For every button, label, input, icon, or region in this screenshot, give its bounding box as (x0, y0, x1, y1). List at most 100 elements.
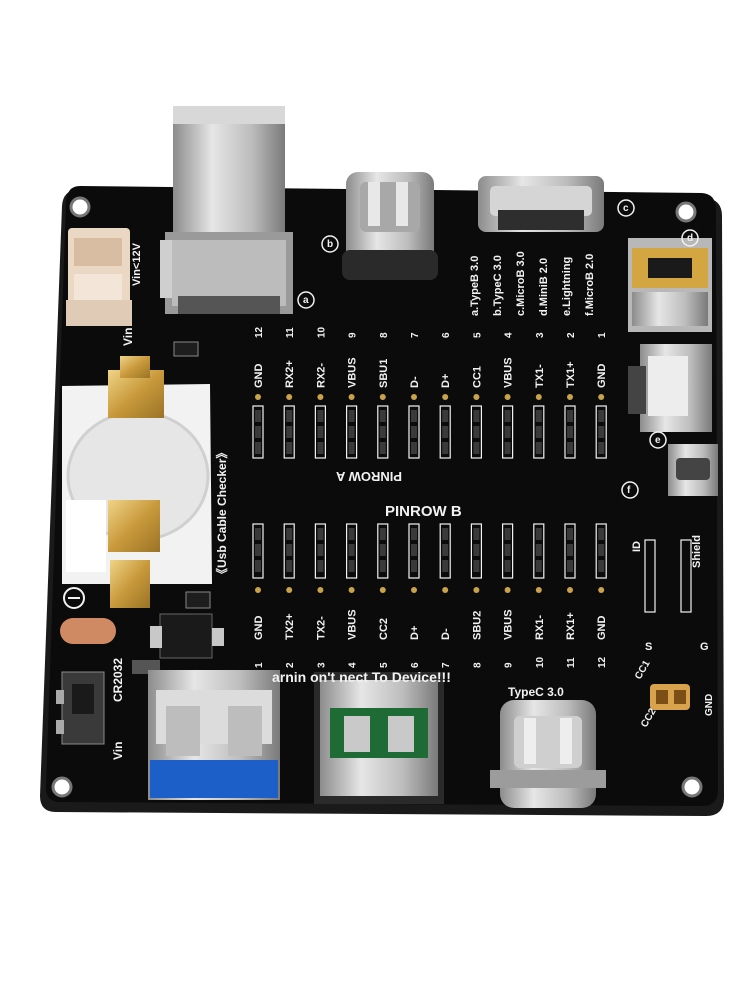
vin-jst-connector (66, 228, 132, 326)
connector-letter-circle (321, 235, 339, 253)
pinrow-b-led (567, 528, 573, 540)
pinrow-b-pin-name: SBU2 (471, 611, 483, 640)
pinrow-b-led (442, 544, 449, 556)
pinrow-a-led (379, 410, 386, 422)
pinrow-b-pin-name: GND (253, 616, 265, 641)
switch-vin-label: Vin (111, 742, 125, 760)
pinrow-b-led (567, 560, 573, 572)
pinrow-b-pin-number: 7 (441, 662, 452, 668)
pinrow-b-led (255, 560, 261, 572)
pinrow-b-led (411, 528, 417, 540)
pinrow-b-led-frame (314, 523, 326, 579)
pinrow-b-pin-name: D- (440, 628, 452, 640)
pinrow-a-led (379, 426, 386, 438)
pinrow-b-led (598, 544, 605, 556)
pinrow-b-pin-number: 6 (410, 662, 421, 668)
pinrow-a-led (598, 442, 605, 454)
connector-legend-item: a.TypeB 3.0 (469, 256, 481, 316)
pinrow-b-led-frame (439, 523, 451, 579)
pinrow-a-led-frame (470, 405, 482, 459)
connector-letter-circle (681, 229, 699, 247)
pinrow-b-led-frame (346, 523, 358, 579)
pinrow-b-pin-number: 9 (504, 662, 515, 668)
pinrow-a-led-frame (533, 405, 545, 459)
pinrow-a-led (535, 442, 542, 454)
pinrow-b-test-point (411, 587, 417, 593)
pinrow-b-pin-number: 8 (472, 662, 483, 668)
pinrow-a-pin-number: 3 (535, 332, 546, 338)
connector-legend-item: d.MiniB 2.0 (538, 258, 550, 316)
pinrow-a-led (567, 410, 573, 422)
usb3-a-connector (148, 670, 280, 800)
pinrow-b-led (317, 560, 324, 572)
pinrow-a-pin-number: 1 (597, 332, 608, 338)
pinrow-a-pin-name: D- (409, 376, 421, 388)
pinrow-b-led (535, 544, 542, 556)
pinrow-a-led (442, 442, 449, 454)
pinrow-a-led-frame (252, 405, 264, 459)
connector-letter-circle (297, 291, 315, 309)
pinrow-a-led (567, 426, 573, 438)
pinrow-a-led (473, 410, 480, 422)
pinrow-a-pin-number: 5 (472, 332, 483, 338)
pinrow-b-test-point (535, 587, 542, 593)
pinrow-b-led-frame (377, 523, 389, 579)
connector-letter-circle (649, 431, 667, 449)
pinrow-b-led (504, 560, 511, 572)
pinrow-b-led (379, 560, 386, 572)
pinrow-b-led (504, 544, 511, 556)
pinrow-a-pin-number: 7 (410, 332, 421, 338)
pinrow-a-pin-number: 11 (285, 327, 296, 338)
pinrow-a-led (317, 442, 324, 454)
pinrow-b-test-point (598, 587, 605, 593)
microb2-connector (668, 444, 718, 496)
pinrow-a-led-frame (502, 405, 514, 459)
shield-pin-label: Shield (691, 535, 703, 568)
connector-letter: b (327, 239, 333, 250)
typec-top-connector (342, 172, 438, 280)
side-pin-led-frame (644, 539, 656, 613)
pinrow-a-led (286, 426, 293, 438)
pinrow-a-test-point (504, 394, 511, 400)
id-pin-label: ID (631, 541, 643, 552)
pinrow-a-led (286, 442, 293, 454)
pinrow-b-led (535, 560, 542, 572)
pinrow-b-pin-number: 11 (566, 657, 577, 668)
pinrow-a-pin-name: GND (253, 364, 265, 389)
pinrow-b-led-frame (470, 523, 482, 579)
pinrow-b-pin-name: RX1+ (565, 612, 577, 640)
typeb-connector (160, 106, 293, 314)
connector-letter: c (623, 203, 629, 214)
pinrow-a-led (317, 410, 324, 422)
pinrow-a-led-frame (283, 405, 295, 459)
pinrow-a-led (348, 410, 355, 422)
pinrow-a-led (442, 426, 449, 438)
pinrow-a-led-strips (252, 394, 607, 459)
pinrow-b-pin-name: TX2+ (284, 613, 296, 640)
pinrow-a-led-frame (595, 405, 607, 459)
pinrow-a-pin-number: 6 (441, 332, 452, 338)
pinrow-b-led (348, 528, 355, 540)
pinrow-b-led (286, 528, 293, 540)
pinrow-b-led (255, 528, 261, 540)
pinrow-b-test-point (255, 587, 261, 593)
pinrow-a-test-point (442, 394, 449, 400)
connector-letter: d (687, 233, 693, 244)
connector-letter-circle (621, 481, 639, 499)
pinrow-a-led-frame (377, 405, 389, 459)
pinrow-b-pin-number: 1 (254, 662, 265, 668)
pinrow-a-led (317, 426, 324, 438)
pinrow-a-pin-number: 12 (254, 326, 265, 338)
pinrow-a-led (598, 410, 605, 422)
pinrow-b-test-point (317, 587, 324, 593)
pinrow-b-led-frame (564, 523, 576, 579)
pinrow-a-led (255, 442, 261, 454)
connector-letter-circle (617, 199, 635, 217)
pinrow-a-pin-name: TX1+ (565, 361, 577, 388)
side-pin-led-frame (680, 539, 692, 613)
pinrow-a-test-point (535, 394, 542, 400)
pinrow-b-led (442, 560, 449, 572)
pinrow-a-pin-number: 4 (504, 332, 515, 338)
